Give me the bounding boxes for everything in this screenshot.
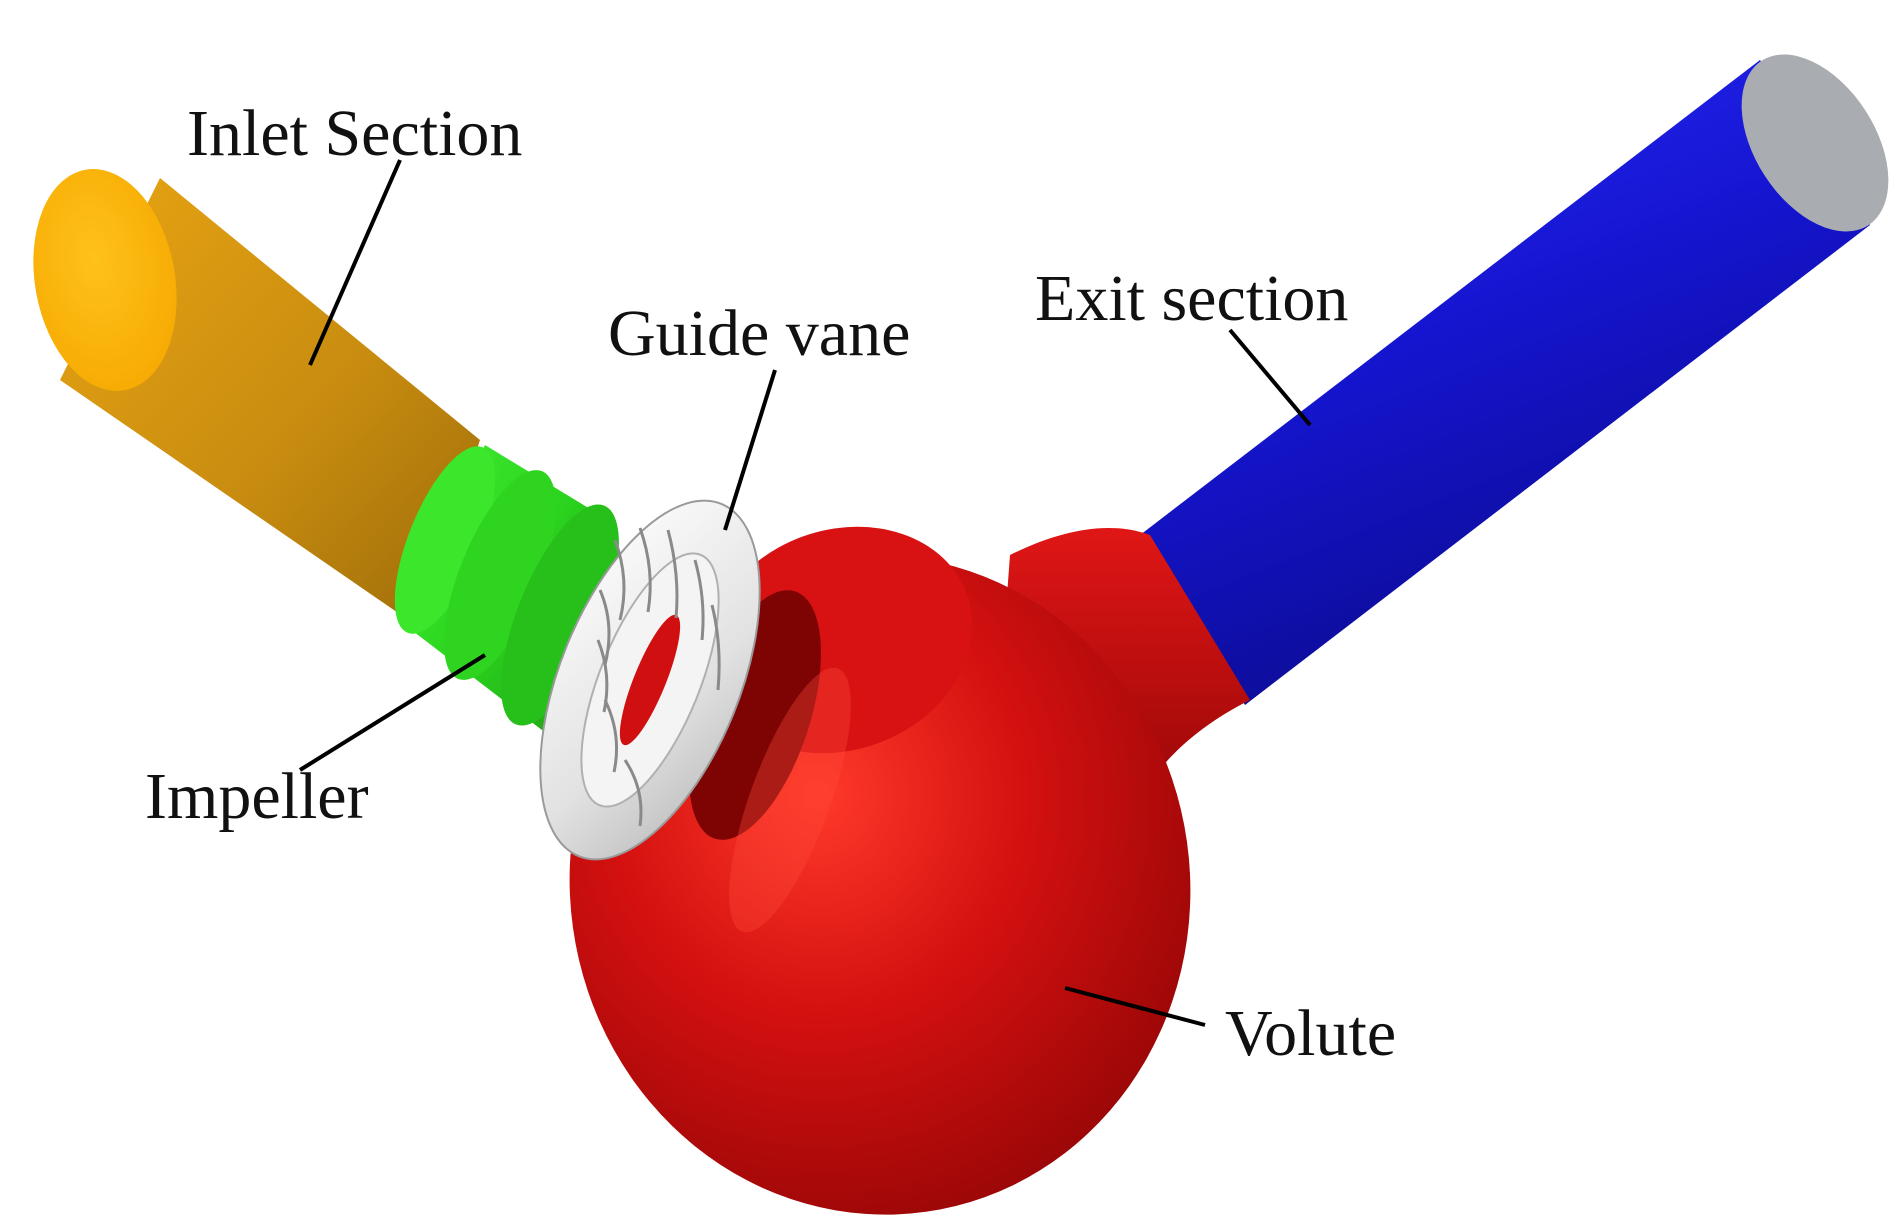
exit-section-label: Exit section: [1035, 262, 1348, 335]
volute-label: Volute: [1225, 997, 1396, 1070]
guide-vane-component: [539, 499, 761, 861]
exit-pipe-end-face: [1741, 54, 1889, 232]
inlet-section-component: [33, 169, 480, 628]
impeller-label: Impeller: [145, 760, 369, 833]
inlet-leader-line: [308, 159, 402, 366]
guide-vane-label: Guide vane: [608, 297, 910, 370]
volute-leader-line: [1064, 986, 1206, 1027]
impeller-ring-1: [394, 446, 496, 634]
callout-labels: Inlet Section Guide vane Exit section Im…: [145, 97, 1396, 1070]
inlet-section-label: Inlet Section: [187, 97, 522, 170]
impeller-leader-line: [298, 653, 487, 772]
volute-highlight: [729, 667, 851, 933]
impeller-component: [394, 445, 619, 740]
impeller-ring-2: [444, 470, 556, 680]
guide-vane-red-core: [619, 614, 681, 746]
inlet-end-face: [33, 169, 177, 391]
guide-vane-blades: [596, 527, 721, 827]
impeller-ring-3: [501, 504, 619, 726]
exit-pipe-body: [1140, 60, 1870, 705]
guide-vane-leader-line: [723, 369, 777, 531]
leader-lines: [298, 159, 1312, 1027]
exit-leader-line: [1228, 328, 1312, 427]
exit-section-component: [1140, 54, 1889, 705]
